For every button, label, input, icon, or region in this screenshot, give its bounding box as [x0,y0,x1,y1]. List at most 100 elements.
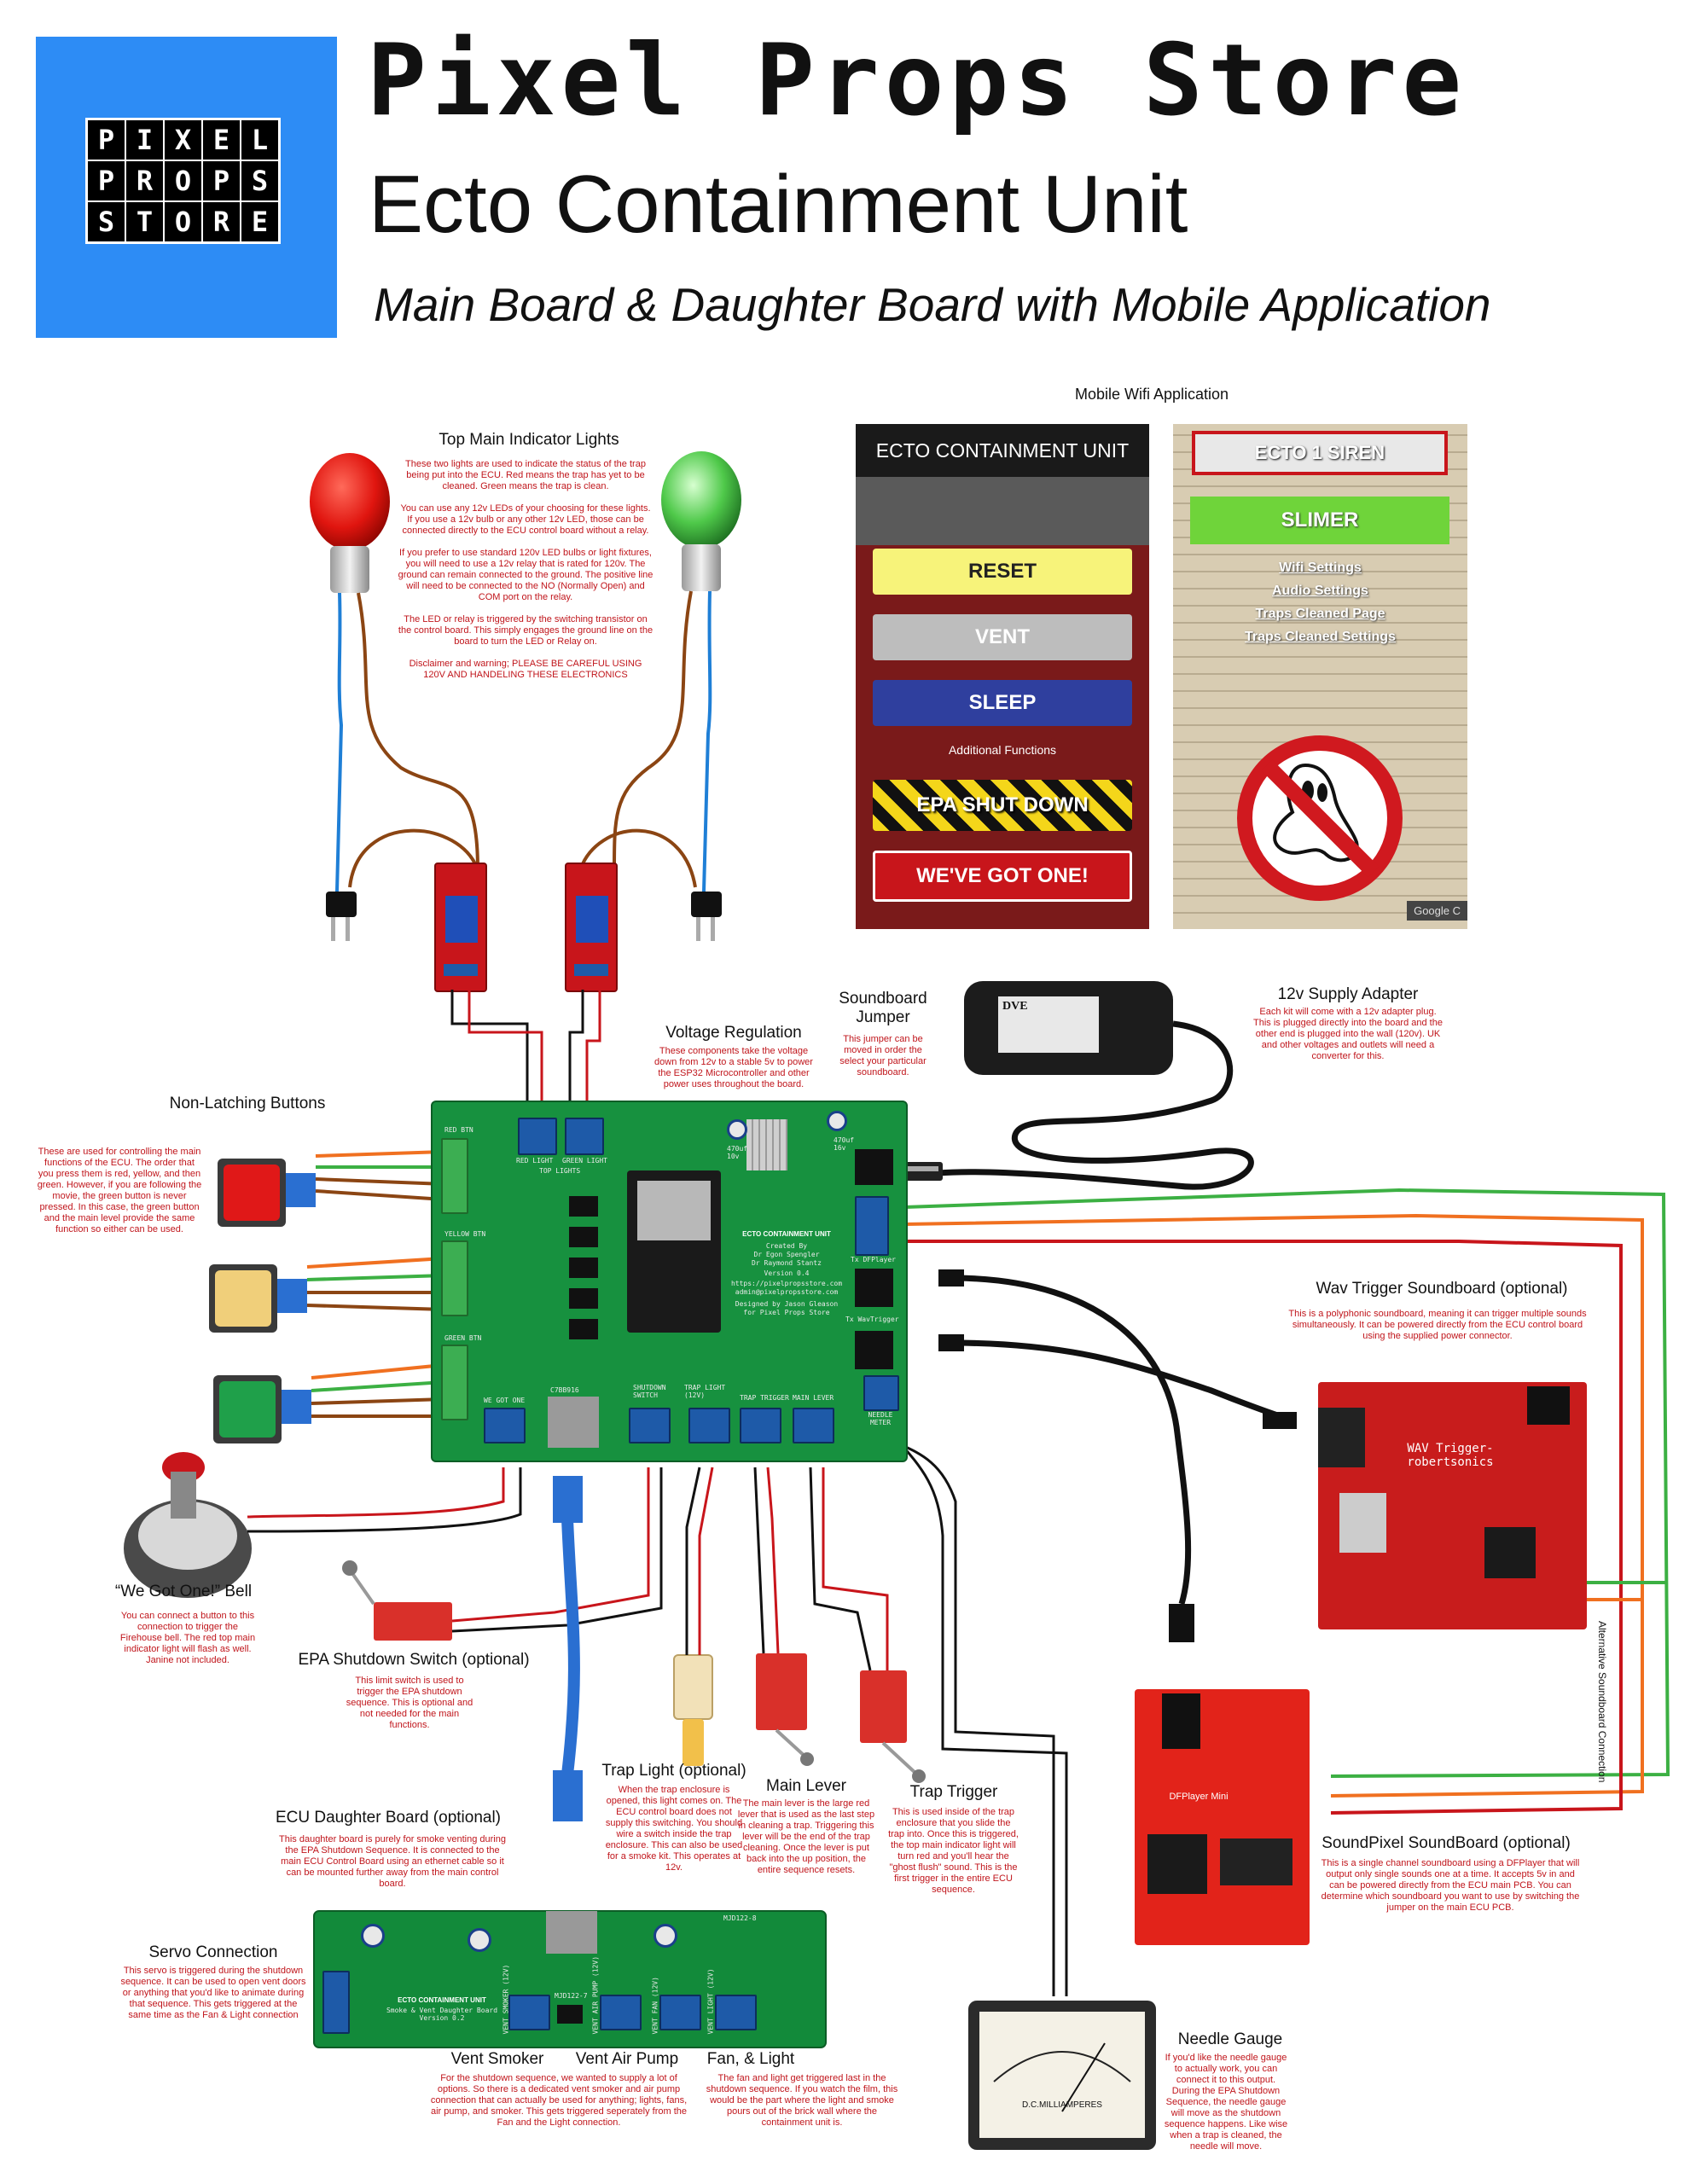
settings-links: Wifi Settings Audio Settings Traps Clean… [1173,556,1467,648]
red-light-terminal[interactable] [518,1118,557,1155]
vent-smoker-title: Vent Smoker [450,2050,544,2068]
servo-title: Servo Connection [148,1943,278,1961]
alt-connection-label: Alternative Soundboard Connection [1596,1621,1608,1783]
trap-trigger-title: Trap Trigger [909,1783,998,1801]
label-we-got-one: WE GOT ONE [484,1397,526,1404]
cap1-label: 470uf 10v [727,1145,748,1160]
we-got-one-terminal[interactable] [484,1408,526,1443]
label-top-lights: TOP LIGHTS [539,1167,581,1175]
green-light-terminal[interactable] [565,1118,604,1155]
label-tx-dfplayer: Tx DFPlayer [851,1256,896,1263]
label-yellow-btn: YELLOW BTN [444,1230,486,1238]
app-screen-settings: ECTO 1 SIREN SLIMER Wifi Settings Audio … [1173,424,1467,929]
bell-art [124,1452,252,1598]
green-bulb-glass [661,451,741,549]
shutdown-switch-terminal[interactable] [629,1408,671,1443]
vent-button[interactable]: VENT [873,614,1132,660]
sleep-button[interactable]: SLEEP [873,680,1132,726]
red-bulb-base [330,546,369,593]
label-tx-wavtrigger: Tx WavTrigger [845,1316,899,1323]
green-bulb-brown-wire [613,590,693,871]
mjd122-8-label: MJD122-8 [723,1914,757,1922]
logo-letter: T [125,201,164,242]
dfplayer-label: DFPlayer Mini [1169,1792,1229,1802]
vent-smoker-terminal[interactable] [508,1995,550,2030]
yellow-button-art [209,1264,307,1333]
green-bulb-blue-wire [702,590,712,892]
audio-settings-link[interactable]: Audio Settings [1272,584,1368,598]
label-main-lever: MAIN LEVER [793,1394,834,1402]
audio-jack-2 [855,1331,893,1369]
mobile-app-title: Mobile Wifi Application [1074,386,1229,403]
cap2-label: 470uf 16v [834,1136,855,1152]
epa-switch-title: EPA Shutdown Switch (optional) [298,1651,530,1669]
wav-trigger-note: This is a polyphonic soundboard, meaning… [1288,1309,1587,1341]
vent-light-terminal[interactable] [715,1995,757,2030]
epa-switch-note: This limit switch is used to trigger the… [346,1676,473,1730]
ecto-siren-button[interactable]: ECTO 1 SIREN [1192,431,1448,475]
trap-trigger-terminal[interactable] [740,1408,781,1443]
main-lever-art [756,1653,814,1766]
label-green-light: GREEN LIGHT [562,1157,607,1165]
logo-letter: P [87,119,125,160]
esp32-shield [637,1181,711,1240]
audio-jack-1 [855,1269,893,1307]
app-header: ECTO CONTAINMENT UNIT [856,424,1149,477]
needle-gauge-note: If you'd like the needle gauge to actual… [1164,2053,1288,2152]
wav-trigger-board [1318,1382,1587,1629]
reset-button[interactable]: RESET [873,549,1132,595]
board-version: Version 0.4 [764,1269,810,1277]
servo-terminal[interactable] [322,1971,350,2034]
serial-terminal[interactable] [855,1196,889,1256]
label-green-btn: GREEN BTN [444,1334,482,1342]
google-badge: Google C [1407,901,1467,921]
needle-meter-terminal[interactable] [863,1375,899,1411]
main-ecu-board: RED LIGHT GREEN LIGHT TOP LIGHTS RED BTN… [431,1101,908,1462]
trap-light-terminal[interactable] [688,1408,730,1443]
yellow-btn-terminal[interactable] [441,1240,468,1316]
supply-adapter-title: 12v Supply Adapter [1277,985,1419,1003]
plug-left [326,892,357,941]
capacitor-2 [827,1111,847,1131]
bell-title: “We Got One!” Bell [114,1583,253,1600]
main-lever-terminal[interactable] [793,1408,834,1443]
logo-letter: P [87,160,125,201]
trap-light-title: Trap Light (optional) [601,1762,746,1780]
traps-cleaned-settings-link[interactable]: Traps Cleaned Settings [1245,630,1396,644]
weve-got-one-button[interactable]: WE'VE GOT ONE! [873,851,1132,902]
additional-functions-label: Additional Functions [948,743,1057,757]
green-btn-terminal[interactable] [441,1345,468,1420]
board-title: ECTO CONTAINMENT UNIT [742,1230,831,1238]
trap-light-note: When the trap enclosure is opened, this … [605,1785,743,1873]
soundboard-jumper-title: Soundboard Jumper [839,990,927,1026]
soundpixel-title: SoundPixel SoundBoard (optional) [1322,1834,1571,1852]
label-needle-meter: NEEDLE METER [868,1411,893,1426]
esp32-module [627,1170,721,1333]
indicator-note-1: These two lights are used to indicate th… [405,459,646,491]
wifi-settings-link[interactable]: Wifi Settings [1279,561,1362,575]
epa-shutdown-button[interactable]: EPA SHUT DOWN [873,780,1132,831]
vent-air-pump-title: Vent Air Pump [575,2050,679,2068]
plug-right [691,892,722,941]
logo-letter: O [164,201,202,242]
main-lever-title: Main Lever [766,1777,846,1795]
label-red-light: RED LIGHT [516,1157,554,1165]
main-lever-note: The main lever is the large red lever th… [737,1798,875,1875]
traps-cleaned-page-link[interactable]: Traps Cleaned Page [1255,607,1385,621]
supply-adapter-note: Each kit will come with a 12v adapter pl… [1253,1007,1443,1061]
needle-gauge-art [968,2001,1156,2150]
green-bulb-base [682,544,721,591]
red-btn-terminal[interactable] [441,1138,468,1214]
fan-light-note: The fan and light get triggered last in … [706,2073,898,2128]
capacitor-daughter-1 [361,1924,385,1948]
servo-note: This servo is triggered during the shutd… [120,1966,306,2020]
label-shutdown-switch: SHUTDOWN SWITCH [633,1384,666,1399]
vent-smoker-note: For the shutdown sequence, we wanted to … [430,2073,688,2128]
slimer-button[interactable]: SLIMER [1190,497,1449,544]
indicator-lights-title: Top Main Indicator Lights [439,431,619,449]
mosfet-7 [557,2005,583,2024]
vent-fan-terminal[interactable] [659,1995,701,2030]
trap-light-art [673,1654,713,1766]
vent-air-pump-terminal[interactable] [600,1995,642,2030]
